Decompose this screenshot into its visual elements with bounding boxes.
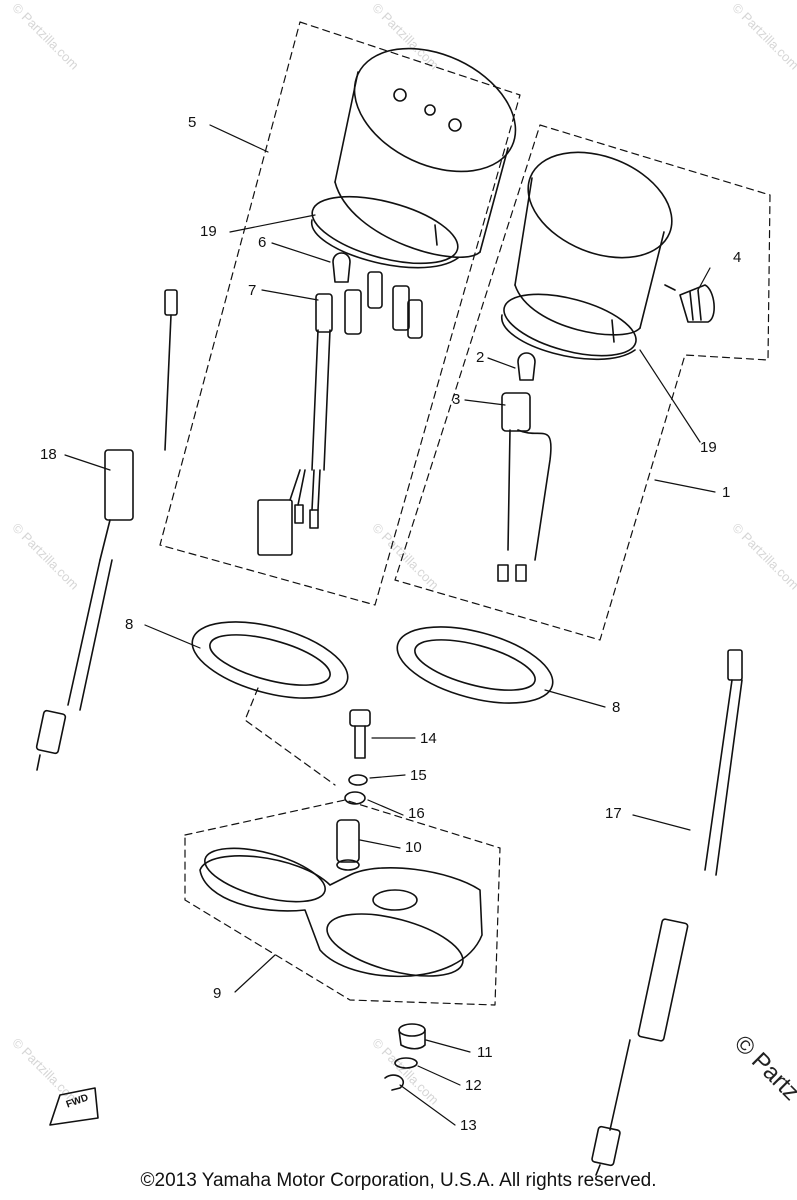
collar-10 bbox=[336, 819, 360, 871]
meter-bracket-9 bbox=[199, 847, 483, 978]
callout-5: 5 bbox=[188, 114, 197, 131]
gasket-right-8 bbox=[396, 626, 554, 704]
callout-12: 12 bbox=[465, 1077, 482, 1094]
assembly-boundaries bbox=[159, 21, 771, 1006]
callout-1: 1 bbox=[722, 484, 731, 501]
callout-2: 2 bbox=[476, 349, 485, 366]
callout-9: 9 bbox=[213, 985, 222, 1002]
gasket-left-8 bbox=[191, 621, 349, 699]
washer-15 bbox=[348, 774, 368, 786]
bulb-6 bbox=[332, 252, 351, 283]
meter-housing-left bbox=[311, 47, 517, 269]
callout-19-left: 19 bbox=[200, 223, 217, 240]
clip-13 bbox=[384, 1074, 405, 1091]
callout-3: 3 bbox=[452, 391, 461, 408]
washer-16 bbox=[344, 791, 366, 805]
callout-6: 6 bbox=[258, 234, 267, 251]
grommet-11 bbox=[398, 1023, 426, 1050]
reset-knob-4 bbox=[679, 284, 715, 323]
copyright-notice: ©2013 Yamaha Motor Corporation, U.S.A. A… bbox=[140, 1170, 657, 1191]
callout-18: 18 bbox=[40, 446, 57, 463]
cable-17 bbox=[591, 649, 743, 1176]
callout-10: 10 bbox=[405, 839, 422, 856]
callout-19-right: 19 bbox=[700, 439, 717, 456]
callout-8-right: 8 bbox=[612, 699, 621, 716]
callout-16: 16 bbox=[408, 805, 425, 822]
callout-15: 15 bbox=[410, 767, 427, 784]
callout-8-left: 8 bbox=[125, 616, 134, 633]
callout-4: 4 bbox=[733, 249, 742, 266]
callout-13: 13 bbox=[460, 1117, 477, 1134]
callout-17: 17 bbox=[605, 805, 622, 822]
socket-harness-7 bbox=[257, 271, 423, 556]
washer-12 bbox=[394, 1057, 418, 1069]
leader-lines bbox=[64, 124, 716, 1126]
callout-7: 7 bbox=[248, 282, 257, 299]
callout-14: 14 bbox=[420, 730, 437, 747]
callout-11: 11 bbox=[477, 1044, 493, 1061]
fwd-arrow-icon bbox=[49, 1087, 99, 1126]
bulb-socket-2-3 bbox=[497, 352, 552, 582]
meter-housing-right bbox=[501, 151, 676, 361]
cable-18 bbox=[35, 289, 178, 771]
bolt-14 bbox=[349, 709, 371, 759]
